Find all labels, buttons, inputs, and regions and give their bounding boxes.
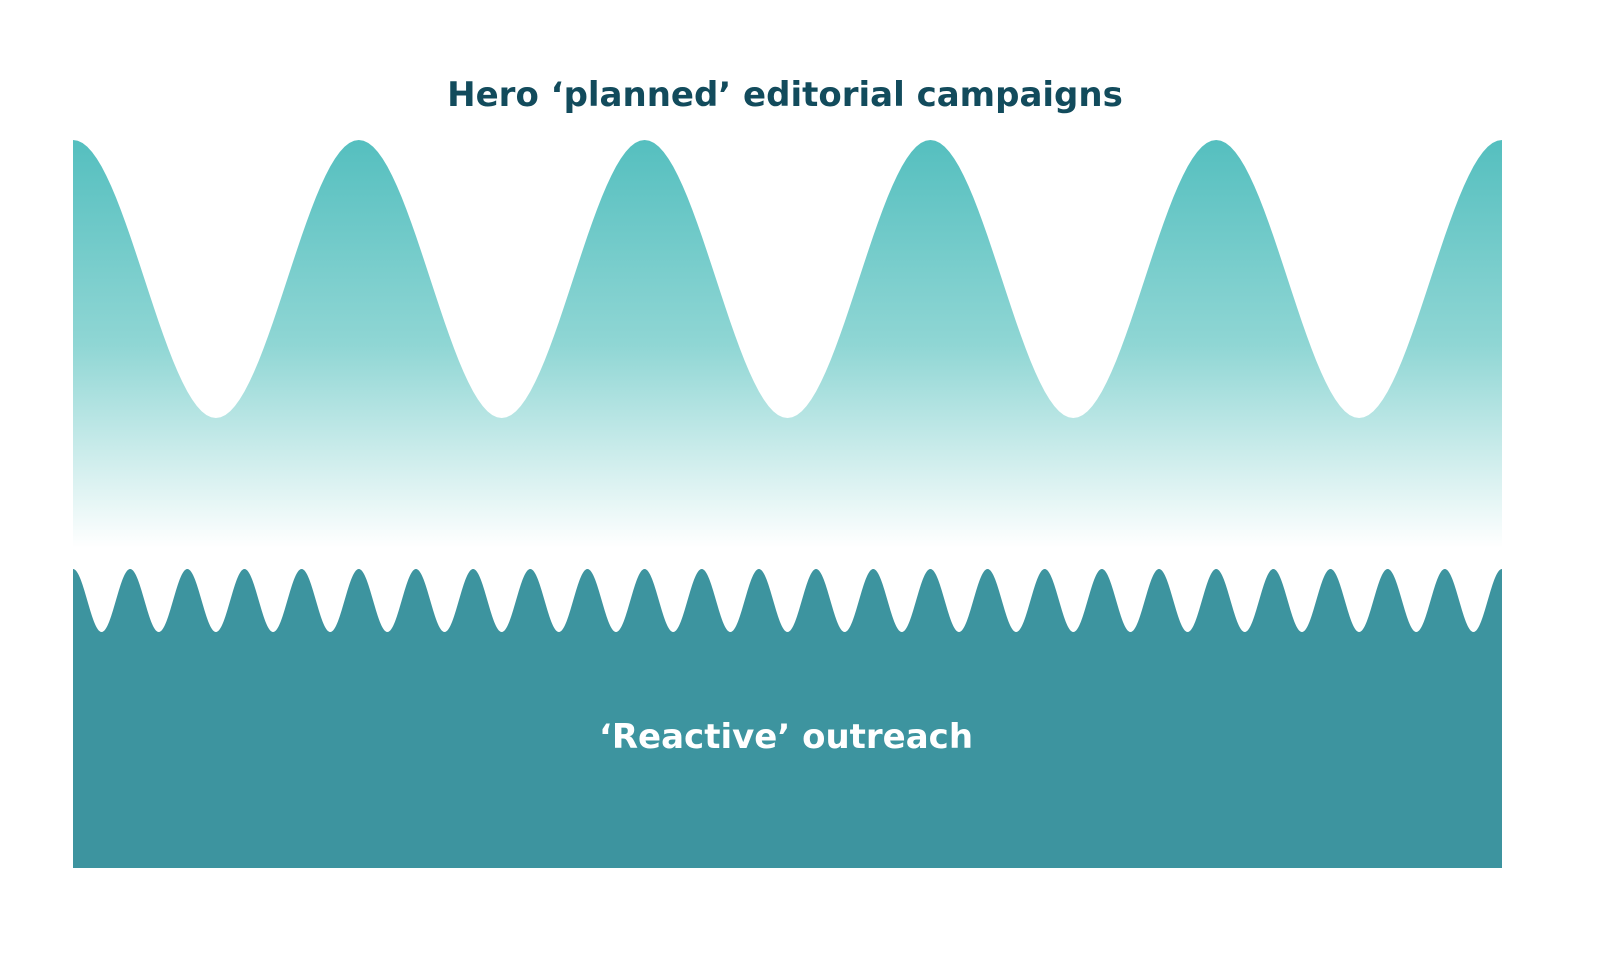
reactive-outreach-label: ‘Reactive’ outreach	[599, 717, 973, 757]
planned-campaigns-wave	[73, 140, 1502, 548]
reactive-outreach-wave	[73, 569, 1502, 868]
planned-campaigns-title: Hero ‘planned’ editorial campaigns	[447, 75, 1123, 115]
